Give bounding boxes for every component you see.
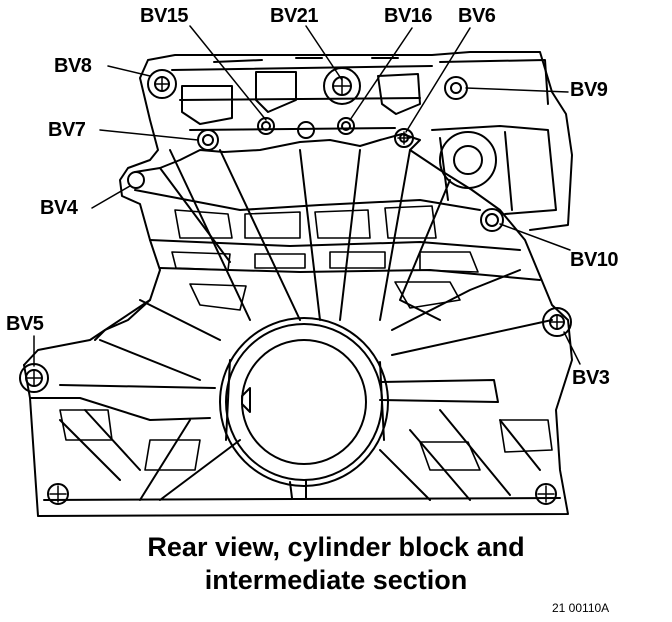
bolt-bv15 bbox=[257, 117, 315, 139]
label-bv3: BV3 bbox=[572, 367, 610, 389]
bolt-bv9 bbox=[444, 76, 468, 100]
figure-code: 21 00110A bbox=[552, 601, 610, 615]
bolt-bv5 bbox=[19, 363, 49, 393]
bolt-bv8 bbox=[147, 69, 177, 99]
label-bv8: BV8 bbox=[54, 55, 92, 77]
web-pockets bbox=[59, 205, 553, 471]
bolt-lower-right bbox=[535, 483, 557, 505]
leader-bv7 bbox=[99, 129, 199, 141]
right-boss bbox=[431, 125, 557, 215]
bolt-lower-left bbox=[47, 483, 69, 505]
leader-bv15 bbox=[189, 25, 267, 121]
leader-bv4 bbox=[91, 185, 131, 209]
label-bv7: BV7 bbox=[48, 119, 86, 141]
leader-bv3 bbox=[563, 331, 581, 365]
bolt-bv7 bbox=[197, 129, 219, 151]
cylinder-block-outline bbox=[94, 51, 573, 341]
bolt-bv4 bbox=[127, 171, 145, 189]
caption-line-1: Rear view, cylinder block and bbox=[147, 532, 525, 562]
label-bv9: BV9 bbox=[570, 79, 608, 101]
caption-line-2: intermediate section bbox=[204, 565, 468, 595]
bolt-bv6 bbox=[394, 128, 414, 148]
leader-bv10 bbox=[499, 223, 571, 251]
leader-lines bbox=[33, 25, 581, 367]
leader-bv21 bbox=[305, 25, 343, 81]
bolt-bv10 bbox=[480, 208, 504, 232]
leader-bv8 bbox=[107, 65, 151, 77]
crank-seal-housing bbox=[219, 317, 389, 499]
label-bv10: BV10 bbox=[570, 249, 619, 271]
bolt-bv21 bbox=[323, 67, 361, 105]
bolt-bv3 bbox=[542, 307, 572, 337]
bolt-bv16 bbox=[337, 117, 355, 135]
bolt-holes bbox=[19, 67, 572, 505]
label-bv15: BV15 bbox=[140, 5, 189, 27]
label-bv21: BV21 bbox=[270, 5, 319, 27]
label-bv4: BV4 bbox=[40, 197, 78, 219]
label-bv16: BV16 bbox=[384, 5, 433, 27]
leader-bv16 bbox=[349, 27, 413, 121]
intermediate-section-outline bbox=[23, 133, 573, 517]
leader-bv9 bbox=[465, 87, 569, 93]
label-bv6: BV6 bbox=[458, 5, 496, 27]
label-bv5: BV5 bbox=[6, 313, 44, 335]
leader-bv6 bbox=[405, 27, 471, 133]
